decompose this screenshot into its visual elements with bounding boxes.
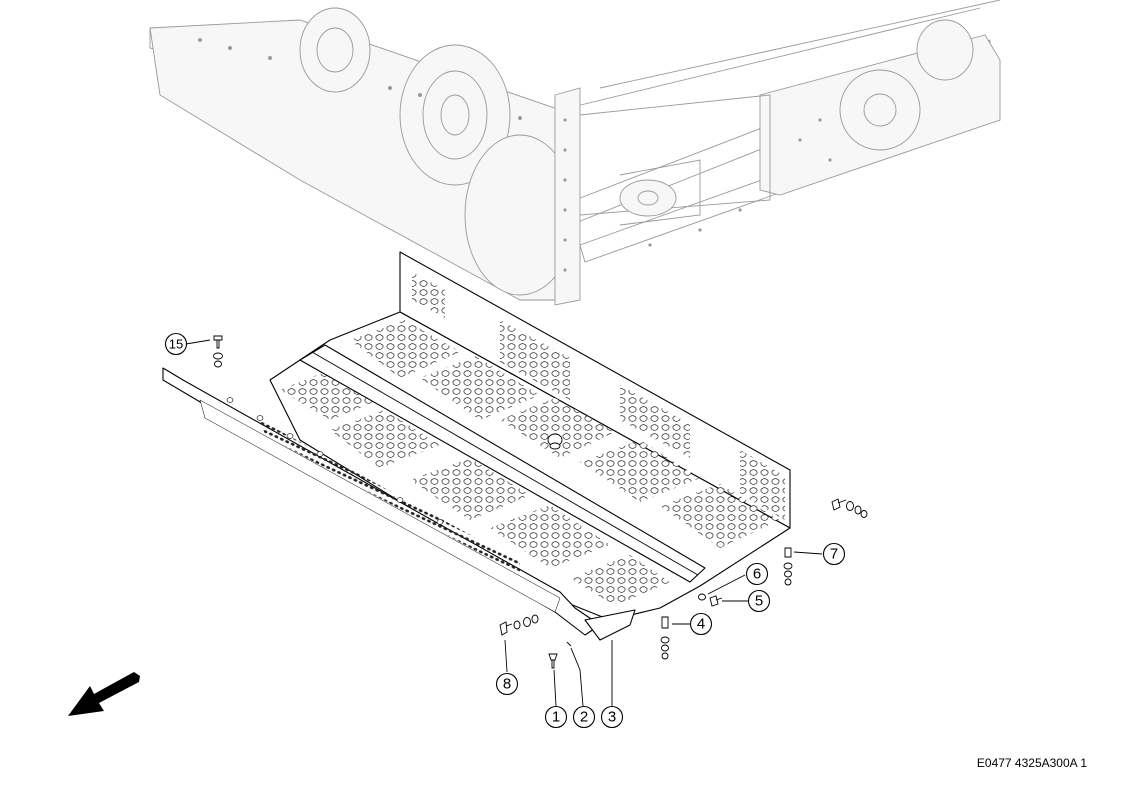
bolt-4	[660, 616, 670, 660]
bolt-5	[709, 595, 719, 607]
travel-direction-arrow-icon	[68, 672, 140, 716]
hardware-parts	[213, 335, 868, 669]
perforated-sieve-tray	[162, 251, 791, 641]
callout-6: 6	[745, 562, 769, 586]
svg-text:5: 5	[755, 593, 763, 610]
bolt-1	[548, 653, 558, 661]
bolt-15	[213, 335, 223, 368]
callout-7: 7	[822, 542, 846, 566]
callout-3: 3	[600, 705, 624, 729]
bolt-8	[499, 614, 539, 636]
svg-text:4: 4	[697, 616, 705, 633]
svg-text:8: 8	[503, 676, 511, 693]
drawing-code: E0477 4325A300A 1	[976, 756, 1087, 770]
callout-4: 4	[689, 612, 713, 636]
callout-8: 8	[495, 672, 519, 696]
svg-text:6: 6	[753, 566, 761, 583]
bolt-7	[783, 498, 868, 586]
leader-lines	[185, 339, 823, 707]
svg-text:7: 7	[830, 546, 838, 563]
callout-1: 1	[544, 705, 568, 729]
svg-text:2: 2	[580, 709, 588, 726]
washer-6	[698, 593, 706, 601]
callout-2: 2	[572, 705, 596, 729]
svg-text:15: 15	[169, 337, 183, 352]
machine-assembly-background	[149, 0, 1001, 306]
svg-text:1: 1	[552, 709, 560, 726]
callout-5: 5	[747, 589, 771, 613]
callout-15: 15	[164, 332, 188, 356]
svg-text:3: 3	[608, 709, 616, 726]
